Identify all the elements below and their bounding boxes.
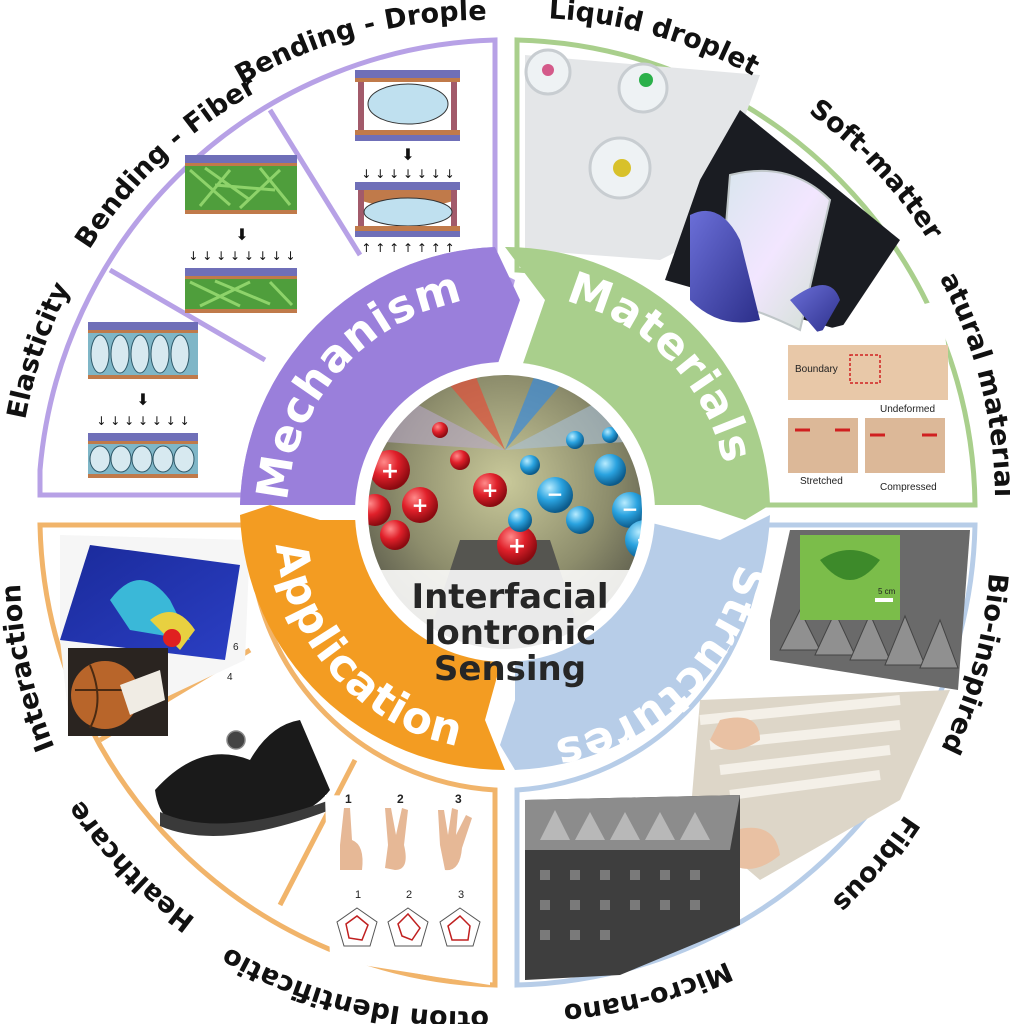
gesture-num-3: 3 bbox=[455, 792, 462, 806]
mechanisms-band-shape bbox=[240, 247, 520, 505]
center-title-line-3: Sensing bbox=[434, 649, 586, 689]
svg-text:↑ ↑ ↑ ↑ ↑ ↑ ↑: ↑ ↑ ↑ ↑ ↑ ↑ ↑ bbox=[361, 241, 454, 255]
compressed-label: Compressed bbox=[880, 482, 937, 493]
applications-band-shape bbox=[240, 505, 505, 771]
svg-text:−: − bbox=[547, 482, 564, 506]
svg-text:+: + bbox=[412, 493, 429, 517]
center-title-line-2: Iontronic bbox=[424, 613, 597, 653]
heatmap-num-6: 6 bbox=[233, 642, 239, 653]
fiber-mechanism-illustration: ⬇ ↓ ↓ ↓ ↓ ↓ ↓ ↓ ↓ bbox=[185, 155, 297, 313]
svg-text:+: + bbox=[482, 478, 499, 502]
fibrous-photo bbox=[690, 690, 950, 880]
interaction-photo: 6 4 bbox=[60, 535, 250, 736]
cation-spheres bbox=[365, 422, 537, 565]
undeformed-label: Undeformed bbox=[880, 404, 935, 415]
heatmap-num-4: 4 bbox=[227, 672, 233, 683]
svg-text:−: − bbox=[622, 497, 639, 521]
radar-num-1: 1 bbox=[355, 889, 361, 901]
svg-text:+: + bbox=[508, 534, 526, 559]
bio-inspired-photo: 5 cm bbox=[770, 530, 970, 690]
micro-nano-photo bbox=[525, 795, 740, 980]
healthcare-shoe-photo bbox=[155, 720, 330, 836]
anion-spheres bbox=[508, 427, 645, 560]
svg-text:⬇: ⬇ bbox=[235, 225, 248, 244]
svg-text:+: + bbox=[381, 459, 399, 484]
svg-text:↓ ↓ ↓ ↓ ↓ ↓ ↓: ↓ ↓ ↓ ↓ ↓ ↓ ↓ bbox=[96, 414, 189, 428]
gesture-num-2: 2 bbox=[397, 792, 404, 806]
radar-num-3: 3 bbox=[458, 889, 464, 901]
gesture-num-1: 1 bbox=[345, 792, 352, 806]
natural-materials-photo: Boundary Undeformed Stretched Compressed bbox=[785, 300, 968, 500]
svg-text:⬇: ⬇ bbox=[136, 390, 149, 409]
motion-identification-photo: 1 2 3 1 2 3 bbox=[325, 792, 490, 985]
materials-band-shape bbox=[505, 246, 770, 520]
stretched-label: Stretched bbox=[800, 476, 843, 487]
svg-text:⬇: ⬇ bbox=[401, 145, 414, 164]
svg-text:↓ ↓ ↓ ↓ ↓ ↓ ↓ ↓: ↓ ↓ ↓ ↓ ↓ ↓ ↓ ↓ bbox=[188, 249, 295, 263]
center-title-line-1: Interfacial bbox=[411, 577, 608, 617]
radar-num-2: 2 bbox=[406, 889, 412, 901]
droplet-mechanism-illustration: ⬇ ↓ ↓ ↓ ↓ ↓ ↓ ↓ ↑ ↑ ↑ ↑ ↑ ↑ ↑ bbox=[355, 70, 460, 255]
structures-band-shape bbox=[500, 515, 770, 770]
svg-text:↓ ↓ ↓ ↓ ↓ ↓ ↓: ↓ ↓ ↓ ↓ ↓ ↓ ↓ bbox=[361, 167, 454, 181]
elasticity-mechanism-illustration: ⬇ ↓ ↓ ↓ ↓ ↓ ↓ ↓ bbox=[88, 322, 198, 478]
boundary-label: Boundary bbox=[795, 364, 838, 375]
scale-bar-label: 5 cm bbox=[878, 587, 896, 596]
soft-matter-photo bbox=[665, 110, 900, 335]
